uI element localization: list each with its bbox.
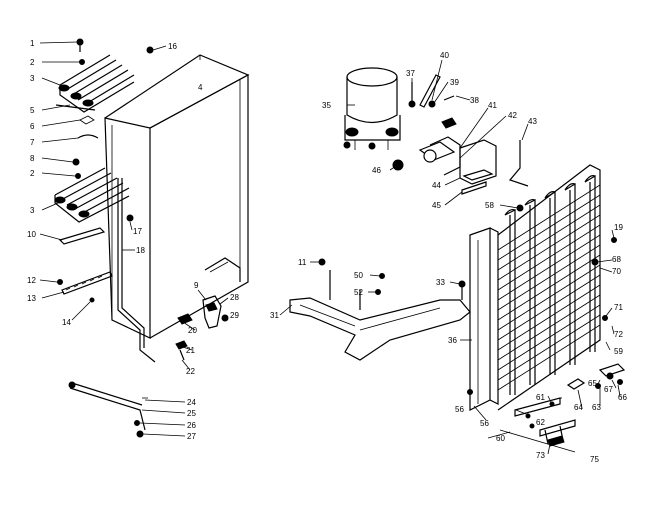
callout-52: 52 <box>354 288 363 297</box>
callout-68: 68 <box>612 255 621 264</box>
callout-71: 71 <box>614 303 623 312</box>
callout-73: 73 <box>536 451 545 460</box>
callout-17: 17 <box>133 227 142 236</box>
start-capacitor <box>418 136 529 195</box>
callout-72: 72 <box>614 330 623 339</box>
callout-7: 7 <box>30 138 35 147</box>
callout-64: 64 <box>574 403 583 412</box>
lower-shelf-coil <box>54 167 130 295</box>
callout-14: 14 <box>62 318 71 327</box>
callout-42: 42 <box>508 111 517 120</box>
bottom-bracket <box>68 381 148 438</box>
callout-44: 44 <box>432 181 441 190</box>
callout-67: 67 <box>604 385 613 394</box>
callout-50: 50 <box>354 271 363 280</box>
callout-2b: 2 <box>30 169 35 178</box>
callout-24: 24 <box>187 398 196 407</box>
callout-38: 38 <box>470 96 479 105</box>
callout-3: 3 <box>30 74 35 83</box>
upper-shelf-coil <box>55 54 135 139</box>
cabinet-assembly <box>104 54 250 363</box>
callout-25: 25 <box>187 409 196 418</box>
callout-40: 40 <box>440 51 449 60</box>
base-frame <box>289 258 471 361</box>
callout-29: 29 <box>230 311 239 320</box>
callout-4: 4 <box>198 83 203 92</box>
callout-10: 10 <box>27 230 36 239</box>
callout-6: 6 <box>30 122 35 131</box>
callout-35: 35 <box>322 101 331 110</box>
compressor <box>343 67 401 150</box>
callout-13: 13 <box>27 294 36 303</box>
callout-5: 5 <box>30 106 35 115</box>
callout-33: 33 <box>436 278 445 287</box>
callout-22: 22 <box>186 367 195 376</box>
callout-58: 58 <box>485 201 494 210</box>
callout-9: 9 <box>194 281 199 290</box>
callout-45: 45 <box>432 201 441 210</box>
callout-27: 27 <box>187 432 196 441</box>
callout-11: 11 <box>298 258 307 267</box>
callout-65: 65 <box>588 379 597 388</box>
callout-60: 60 <box>496 434 505 443</box>
callout-37: 37 <box>406 69 415 78</box>
callout-63: 63 <box>592 403 601 412</box>
callout-55: 56 <box>480 419 489 428</box>
callout-41: 41 <box>488 101 497 110</box>
callout-labels: 1 2 3 5 6 7 8 2 3 10 12 13 14 16 4 17 18… <box>27 39 627 464</box>
callout-18: 18 <box>136 246 145 255</box>
callout-1: 1 <box>30 39 35 48</box>
condenser-coil <box>467 164 617 411</box>
callout-12: 12 <box>27 276 36 285</box>
callout-16: 16 <box>168 42 177 51</box>
callout-19: 19 <box>614 223 623 232</box>
callout-28: 28 <box>230 293 239 302</box>
callout-66: 66 <box>618 393 627 402</box>
callout-70: 70 <box>612 267 621 276</box>
callout-2: 2 <box>30 58 35 67</box>
callout-62: 62 <box>536 418 545 427</box>
callout-31: 31 <box>270 311 279 320</box>
callout-75: 75 <box>590 455 599 464</box>
callout-3b: 3 <box>30 206 35 215</box>
callout-8: 8 <box>30 154 35 163</box>
callout-59: 59 <box>614 347 623 356</box>
callout-39: 39 <box>450 78 459 87</box>
leader-lines <box>39 41 621 455</box>
callout-56: 56 <box>455 405 464 414</box>
callout-46: 46 <box>372 166 381 175</box>
relay-parts <box>392 74 457 171</box>
callout-21: 21 <box>186 346 195 355</box>
callout-61: 61 <box>536 393 545 402</box>
callout-36: 36 <box>448 336 457 345</box>
callout-20: 20 <box>188 326 197 335</box>
callout-26: 26 <box>187 421 196 430</box>
callout-43: 43 <box>528 117 537 126</box>
